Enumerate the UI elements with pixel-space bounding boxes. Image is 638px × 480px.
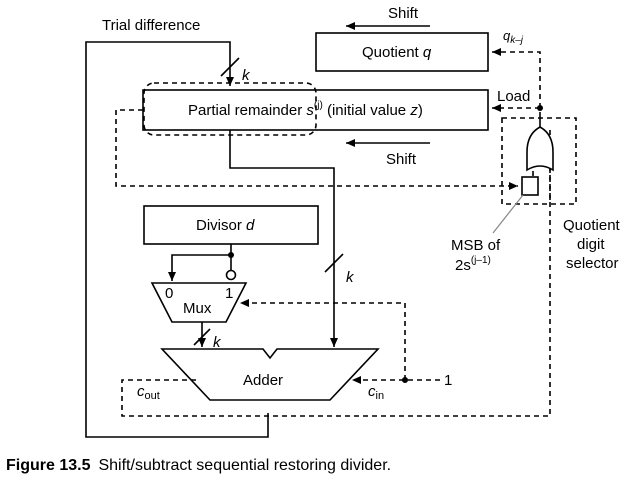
figure-caption-text: Shift/subtract sequential restoring divi… bbox=[98, 457, 391, 474]
remainder-to-adder-wire bbox=[229, 130, 338, 347]
figure-caption: Figure 13.5 Shift/subtract sequential res… bbox=[6, 457, 391, 474]
cin-label: cin bbox=[368, 383, 384, 402]
mux-input-0: 0 bbox=[165, 285, 173, 302]
msb-of-label: MSB of bbox=[451, 237, 501, 254]
mux-select-wire bbox=[240, 299, 406, 380]
cout-wire bbox=[121, 126, 551, 417]
divisor-register bbox=[143, 205, 319, 245]
constant-one: 1 bbox=[444, 372, 452, 389]
k-top-label: k bbox=[242, 67, 251, 84]
divisor-junction bbox=[228, 252, 234, 258]
q-kj-wire bbox=[492, 48, 541, 108]
msb-register bbox=[521, 176, 539, 196]
partial-remainder-label: Partial remainder s(j) (initial value z) bbox=[188, 100, 423, 119]
or-gate bbox=[526, 126, 554, 172]
quotient-register bbox=[315, 32, 489, 72]
shift-top-label: Shift bbox=[388, 5, 419, 22]
msb-pointer-line bbox=[492, 194, 524, 234]
quotient-digit-selector bbox=[501, 117, 577, 205]
msb-feed-wire bbox=[115, 109, 518, 190]
msb-2s-label: 2s(j–1) bbox=[455, 255, 491, 274]
adder-label: Adder bbox=[243, 372, 283, 389]
mux-label: Mux bbox=[183, 300, 212, 317]
adder bbox=[160, 348, 380, 401]
qds-label-line2: digit bbox=[577, 236, 605, 253]
mux bbox=[150, 282, 248, 323]
qds-label-line1: Quotient bbox=[563, 217, 621, 234]
divisor-label: Divisor d bbox=[196, 217, 255, 234]
mux-input-1: 1 bbox=[225, 285, 233, 302]
k-right-label: k bbox=[346, 269, 355, 286]
trial-difference-wire bbox=[85, 41, 269, 438]
quotient-label: Quotient q bbox=[362, 44, 432, 61]
k-top-slash bbox=[220, 57, 240, 77]
q-kj-label: qk–j bbox=[503, 28, 524, 46]
load-junction bbox=[537, 105, 543, 111]
cout-label: cout bbox=[137, 383, 160, 402]
mux1-inverter-bubble bbox=[225, 269, 237, 281]
k-mux-label: k bbox=[213, 334, 222, 351]
shift-mid-label: Shift bbox=[386, 151, 417, 168]
k-right-slash bbox=[324, 253, 344, 273]
divisor-to-mux0-wire bbox=[168, 244, 232, 281]
load-label: Load bbox=[497, 88, 530, 105]
figure-number: Figure 13.5 bbox=[6, 457, 91, 474]
k-mux-slash bbox=[193, 328, 211, 346]
qds-label-line3: selector bbox=[566, 255, 619, 272]
trial-difference-label: Trial difference bbox=[102, 17, 200, 34]
